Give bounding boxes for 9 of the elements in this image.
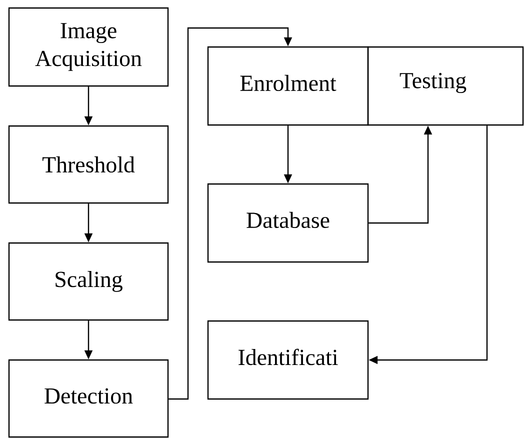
process-box: Identificati: [207, 320, 369, 400]
process-box: Detection: [8, 359, 169, 438]
process-box: Image Acquisition: [8, 7, 169, 87]
process-box: Database: [207, 183, 369, 263]
arrow: [168, 27, 292, 400]
process-box: Scaling: [8, 242, 169, 321]
process-box: Threshold: [8, 125, 169, 204]
process-box: Enrolment: [207, 46, 369, 126]
process-box: Testing: [367, 46, 524, 126]
